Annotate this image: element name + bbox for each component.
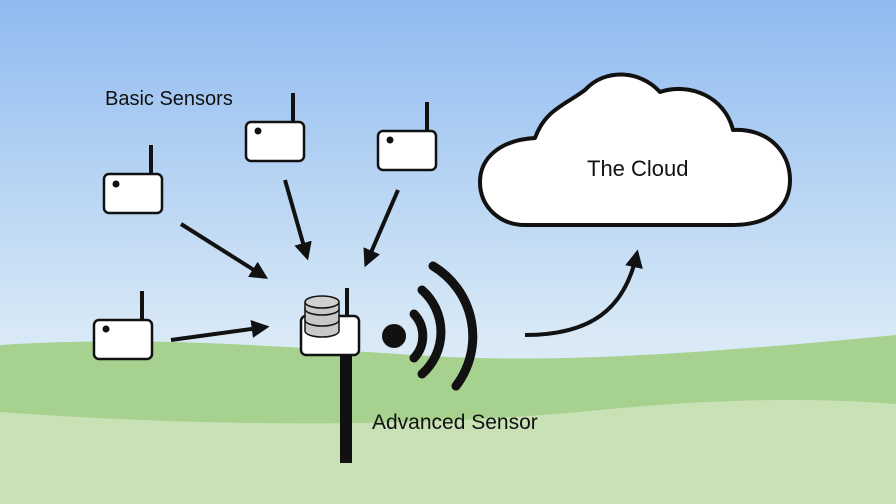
arrow-from-top-left-sensor bbox=[179, 222, 269, 279]
advanced-sensor-label: Advanced Sensor bbox=[372, 411, 538, 434]
storage-disk-stack-icon bbox=[304, 295, 340, 338]
basic-sensors-label: Basic Sensors bbox=[105, 88, 233, 110]
cloud-shape bbox=[478, 72, 792, 227]
basic-sensor-top-left bbox=[102, 145, 164, 215]
arrow-from-lower-left-sensor bbox=[170, 320, 270, 342]
basic-sensor-top-center bbox=[244, 93, 306, 163]
basic-sensor-lower-left bbox=[92, 291, 154, 361]
cloud-label: The Cloud bbox=[587, 156, 689, 181]
arrow-from-top-center-sensor bbox=[283, 179, 312, 261]
advanced-sensor bbox=[299, 288, 361, 463]
front-hill bbox=[0, 400, 896, 504]
arrow-from-top-right-sensor bbox=[363, 189, 400, 268]
basic-sensor-top-right bbox=[376, 102, 438, 172]
wireless-signal-icon bbox=[382, 261, 478, 391]
arrow-to-cloud bbox=[524, 249, 643, 337]
